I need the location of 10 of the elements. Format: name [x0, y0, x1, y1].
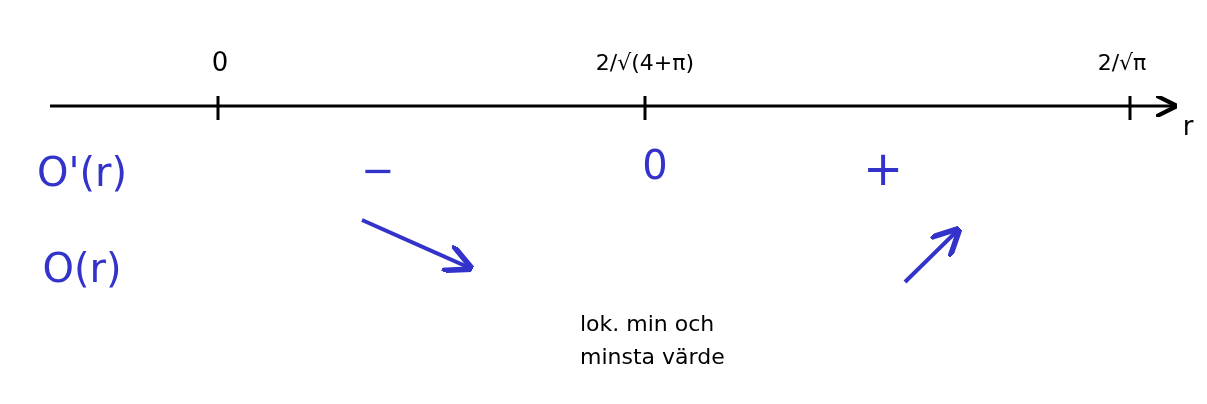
tick-label: 2/√π [1097, 48, 1147, 77]
sign-label: 0 [642, 141, 668, 190]
axis-label: r [1182, 109, 1194, 143]
row-label: O(r) [42, 244, 122, 293]
note: lok. min och minsta värde [580, 310, 726, 371]
tick-label: 0 [211, 45, 229, 79]
tick-label: 2/√(4+π) [595, 48, 695, 77]
sign-label: + [862, 139, 904, 198]
row-label: O'(r) [36, 148, 128, 197]
sign-label: − [361, 146, 395, 195]
